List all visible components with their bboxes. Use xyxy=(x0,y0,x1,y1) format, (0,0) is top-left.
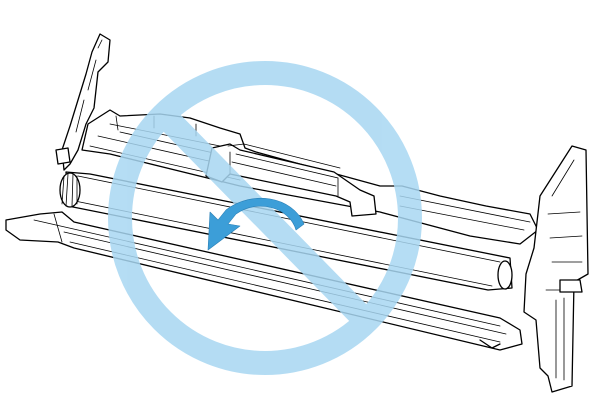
curved-arrow-icon xyxy=(207,198,305,251)
right-side-frame xyxy=(523,145,589,393)
left-side-frame xyxy=(55,33,111,171)
prohibition-icon xyxy=(108,61,422,375)
